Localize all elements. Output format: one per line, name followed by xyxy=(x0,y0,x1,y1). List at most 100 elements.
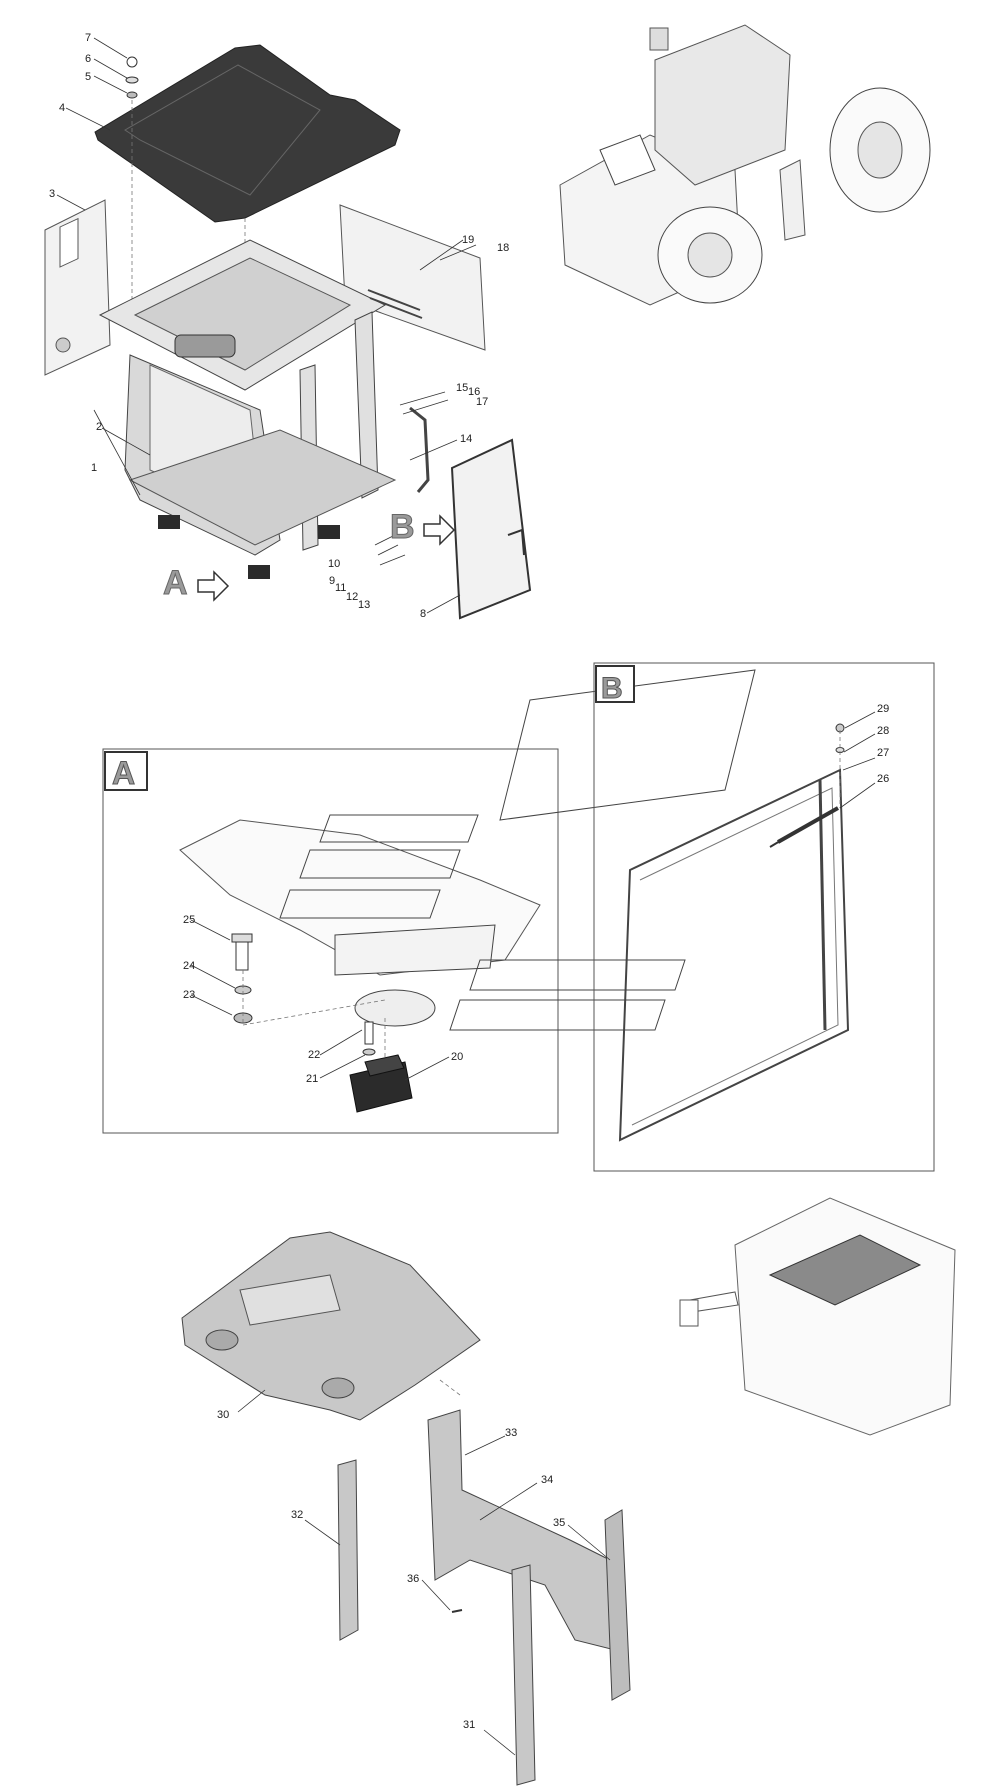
callout-24: 24 xyxy=(183,960,195,972)
callout-5: 5 xyxy=(85,71,91,83)
interior-trim xyxy=(181,1231,631,1786)
callout-23: 23 xyxy=(183,989,195,1001)
nut-5 xyxy=(126,91,138,99)
callout-2: 2 xyxy=(96,421,102,433)
view-arrow-a-letter: A xyxy=(163,564,188,602)
cab-pillar-right xyxy=(354,311,379,499)
washer-6 xyxy=(125,76,139,84)
screw-36 xyxy=(451,1609,463,1613)
bolt-22 xyxy=(364,1021,374,1045)
callout-29: 29 xyxy=(877,703,889,715)
callout-30: 30 xyxy=(217,1409,229,1421)
callout-3: 3 xyxy=(49,188,55,200)
callout-17: 17 xyxy=(476,396,488,408)
callout-22: 22 xyxy=(308,1049,320,1061)
callout-7: 7 xyxy=(85,32,91,44)
overview-headliner xyxy=(768,1234,922,1306)
arrow-b-icon xyxy=(423,514,456,546)
cab-assembly xyxy=(44,44,532,620)
callout-33: 33 xyxy=(505,1427,517,1439)
callout-32: 32 xyxy=(291,1509,303,1521)
speaker-left xyxy=(205,1329,239,1351)
callout-36: 36 xyxy=(407,1573,419,1585)
callout-4: 4 xyxy=(59,102,65,114)
callout-8: 8 xyxy=(420,608,426,620)
tractor-grille xyxy=(599,134,656,186)
pillar-trim-32 xyxy=(337,1459,359,1641)
detail-b-letter: B xyxy=(601,672,623,705)
pillar-trim-35 xyxy=(604,1509,631,1701)
view-arrow-b: B xyxy=(390,508,456,547)
speaker-right xyxy=(321,1377,355,1399)
cab-mount-1 xyxy=(158,515,180,529)
detail-a-letter: A xyxy=(112,755,135,791)
exhaust-stack xyxy=(649,27,669,51)
callout-14: 14 xyxy=(460,433,472,445)
door-handle xyxy=(507,528,525,556)
handrail xyxy=(409,406,430,493)
detail-a-label-box xyxy=(104,751,148,791)
callout-31: 31 xyxy=(463,1719,475,1731)
callout-9: 9 xyxy=(329,575,335,587)
window-seal-ring xyxy=(55,337,71,353)
tractor-overview xyxy=(559,24,931,306)
bolt-25 xyxy=(235,939,249,971)
headliner-vent-panel xyxy=(239,1274,341,1326)
rear-right-glass xyxy=(339,204,486,351)
fastener-line-d xyxy=(399,391,446,406)
washer-21 xyxy=(362,1048,376,1056)
cab-mount-3 xyxy=(318,525,340,539)
callout-19: 19 xyxy=(462,234,474,246)
fastener-line-c xyxy=(379,554,406,566)
glass-rod-2 xyxy=(369,297,423,319)
fastener-line-b xyxy=(377,544,399,556)
detail-a: A xyxy=(102,748,559,1134)
leader-lines xyxy=(56,37,876,1756)
callout-10: 10 xyxy=(328,558,340,570)
callout-13: 13 xyxy=(358,599,370,611)
callout-20: 20 xyxy=(451,1051,463,1063)
callout-numbers: 1 2 3 4 5 6 7 8 9 10 11 12 13 14 15 16 1… xyxy=(49,32,889,1731)
roof-mat xyxy=(94,44,401,223)
cab-mount-2 xyxy=(248,565,270,579)
glass-rod-1 xyxy=(367,289,421,311)
callout-25: 25 xyxy=(183,914,195,926)
roof-mat-pattern xyxy=(124,64,321,196)
callout-18: 18 xyxy=(497,242,509,254)
detail-a-frame xyxy=(102,748,559,1134)
detail-a-watermark xyxy=(279,669,756,1031)
wiper-motor xyxy=(174,334,236,358)
callout-28: 28 xyxy=(877,725,889,737)
callout-16: 16 xyxy=(468,386,480,398)
floor-beam xyxy=(334,924,496,976)
callout-26: 26 xyxy=(877,773,889,785)
callout-35: 35 xyxy=(553,1517,565,1529)
view-arrow-a: A xyxy=(163,564,230,603)
callout-6: 6 xyxy=(85,53,91,65)
detail-b-frame xyxy=(593,662,935,1172)
callout-12: 12 xyxy=(346,591,358,603)
access-steps xyxy=(779,159,806,241)
headliner xyxy=(181,1231,481,1421)
mount-plate xyxy=(354,989,436,1027)
door-frame xyxy=(618,768,850,1142)
mirror xyxy=(679,1299,699,1327)
cab-door xyxy=(450,438,532,620)
callout-1: 1 xyxy=(91,462,97,474)
arrow-a-icon xyxy=(197,570,230,602)
gas-strut-26 xyxy=(777,806,839,844)
corner-post-31 xyxy=(511,1564,536,1786)
callout-34: 34 xyxy=(541,1474,553,1486)
detail-b: B xyxy=(593,662,935,1172)
callout-27: 27 xyxy=(877,747,889,759)
callout-15: 15 xyxy=(456,382,468,394)
bolt-7 xyxy=(126,56,138,68)
callout-21: 21 xyxy=(306,1073,318,1085)
view-arrow-b-letter: B xyxy=(390,508,415,546)
window-latch-slot xyxy=(59,217,79,268)
door-pillar xyxy=(818,779,827,1031)
cab-floor xyxy=(128,429,397,546)
fastener-line-a xyxy=(374,534,396,546)
detail-b-label-box xyxy=(595,665,635,703)
